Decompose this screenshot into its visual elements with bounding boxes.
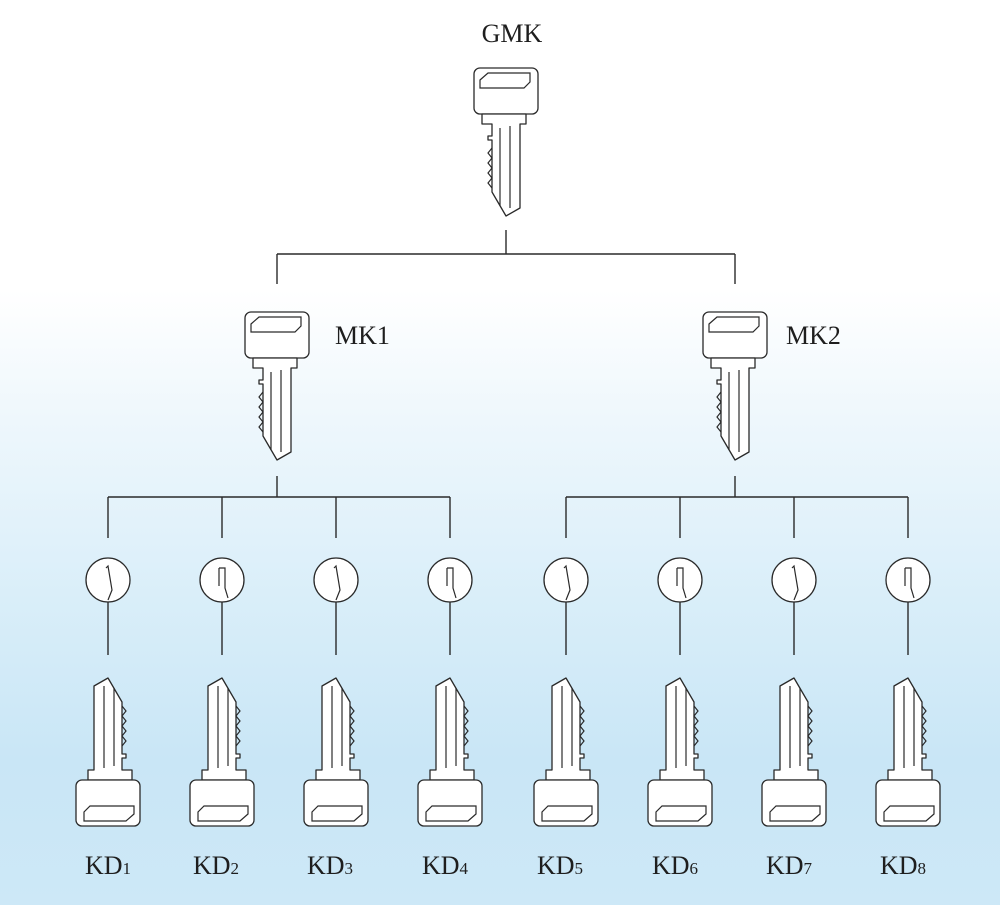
change-key-2-icon (189, 677, 255, 827)
lock-8-icon (885, 557, 931, 603)
change-key-3-icon (303, 677, 369, 827)
master-key-2-icon (702, 311, 768, 461)
master-key-1-icon (244, 311, 310, 461)
lock-1-icon (85, 557, 131, 603)
lock-4-icon (427, 557, 473, 603)
lock-5-icon (543, 557, 589, 603)
change-key-row (75, 677, 941, 827)
grand-master-key-icon (473, 67, 539, 217)
lock-6-icon (657, 557, 703, 603)
mk1-label: MK1 (335, 321, 390, 350)
kd-label: KD8 (880, 851, 926, 880)
connector-lines (107, 230, 909, 655)
lock-3-icon (313, 557, 359, 603)
change-key-1-icon (75, 677, 141, 827)
kd-label: KD6 (652, 851, 698, 880)
kd-label: KD3 (307, 851, 353, 880)
gmk-label: GMK (482, 19, 543, 48)
change-key-4-icon (417, 677, 483, 827)
kd-label: KD4 (422, 851, 469, 880)
lock-7-icon (771, 557, 817, 603)
change-key-7-icon (761, 677, 827, 827)
kd-label: KD2 (193, 851, 239, 880)
change-key-6-icon (647, 677, 713, 827)
kd-label-row: KD1 KD2 KD3 KD4 KD5 KD6 KD7 KD8 (85, 851, 926, 880)
change-key-5-icon (533, 677, 599, 827)
lock-2-icon (199, 557, 245, 603)
lock-row (85, 557, 931, 603)
mk2-label: MK2 (786, 321, 841, 350)
kd-label: KD1 (85, 851, 131, 880)
kd-label: KD7 (766, 851, 813, 880)
change-key-8-icon (875, 677, 941, 827)
kd-label: KD5 (537, 851, 583, 880)
